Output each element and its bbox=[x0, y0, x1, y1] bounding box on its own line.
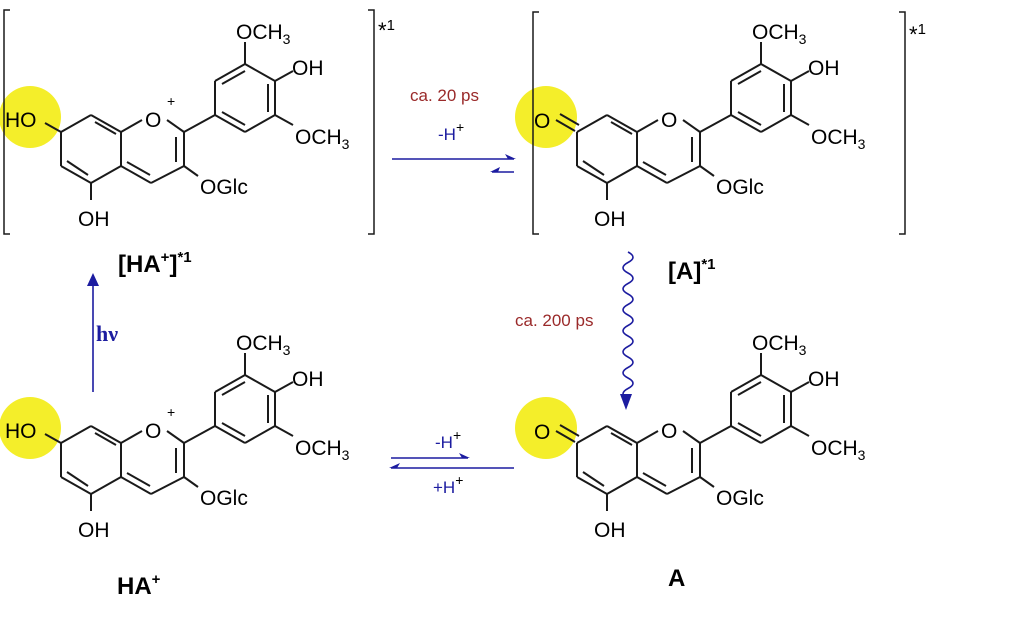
ha-excited-molecule-ring-o-label: O bbox=[145, 109, 161, 132]
ha-excited-molecule-och3-bottom-label: OCH3 bbox=[295, 126, 350, 152]
ha-excited-bracket-open bbox=[3, 9, 10, 235]
ha-excited-species-label: [HA+]*1 bbox=[118, 249, 192, 278]
ha-molecule-ho-bond bbox=[44, 433, 62, 444]
ha-excited-molecule-oh-bottom-label: OH bbox=[78, 208, 110, 231]
ha-molecule-och3-bottom-label: OCH3 bbox=[295, 437, 350, 463]
ha-excited-molecule-highlight bbox=[0, 86, 61, 148]
a-excited-molecule-oh-right-label: OH bbox=[808, 57, 840, 80]
ha-molecule-ho-label: HO bbox=[5, 420, 37, 443]
a-excited-species-label: [A]*1 bbox=[668, 256, 716, 285]
top-step-time-label: ca. 20 ps bbox=[410, 86, 479, 105]
a-molecule-och3-bottom-label: OCH3 bbox=[811, 437, 866, 463]
ha-molecule-bonds bbox=[44, 352, 294, 512]
ha-excited-molecule-ho-label: HO bbox=[5, 109, 37, 132]
bottom-step-protonation-label: +H+ bbox=[433, 472, 463, 497]
a-molecule-highlight bbox=[515, 397, 577, 459]
excitation-label: hν bbox=[96, 321, 118, 346]
a-species-label: A bbox=[668, 565, 685, 592]
ha-excited-bracket-close bbox=[368, 9, 375, 235]
a-molecule-ring-o-label: O bbox=[661, 420, 677, 443]
a-molecule-oh-bottom-label: OH bbox=[594, 519, 626, 542]
top-reverse-arrowhead bbox=[490, 167, 500, 172]
decay-wavy-arrow bbox=[622, 251, 634, 400]
ha-molecule-oxonium-charge: + bbox=[167, 404, 175, 420]
a-molecule-oglc-label: OGlc bbox=[716, 487, 764, 510]
ha-molecule-highlight bbox=[0, 397, 61, 459]
ha-excited-molecule-och3-top-label: OCH3 bbox=[236, 21, 291, 47]
a-excited-molecule-oglc-label: OGlc bbox=[716, 176, 764, 199]
a-excited-bracket-open bbox=[532, 11, 539, 235]
ha-molecule-och3-top-label: OCH3 bbox=[236, 332, 291, 358]
a-excited-molecule-highlight bbox=[515, 86, 577, 148]
bottom-reverse-arrowhead bbox=[389, 463, 400, 468]
a-excited-molecule-keto-label: O bbox=[534, 110, 550, 133]
ha-excited-bracket-superscript: *1 bbox=[378, 17, 395, 43]
a-excited-molecule-ring-o-label: O bbox=[661, 109, 677, 132]
ha-excited-molecule-bonds bbox=[44, 41, 294, 201]
a-excited-molecule-och3-bottom-label: OCH3 bbox=[811, 126, 866, 152]
a-molecule-bonds bbox=[555, 352, 810, 512]
a-excited-molecule-keto-bond-1 bbox=[555, 119, 576, 132]
decay-step-time-label: ca. 200 ps bbox=[515, 311, 593, 330]
a-molecule-keto-bond-2 bbox=[559, 424, 580, 437]
ha-molecule-skeleton bbox=[60, 352, 294, 512]
bottom-forward-arrowhead bbox=[459, 453, 470, 458]
ha-molecule-oh-right-label: OH bbox=[292, 368, 324, 391]
top-step-deprotonation-label: -H+ bbox=[438, 119, 464, 144]
ha-species-label: HA+ bbox=[117, 571, 161, 600]
ha-molecule-ring-o-label: O bbox=[145, 420, 161, 443]
a-molecule-keto-label: O bbox=[534, 421, 550, 444]
bottom-step-deprotonation-label: -H+ bbox=[435, 427, 461, 452]
ha-excited-molecule-oxonium-charge: + bbox=[167, 93, 175, 109]
a-excited-molecule-och3-top-label: OCH3 bbox=[752, 21, 807, 47]
ha-molecule-oglc-label: OGlc bbox=[200, 487, 248, 510]
a-molecule-oh-right-label: OH bbox=[808, 368, 840, 391]
ha-excited-molecule-oh-right-label: OH bbox=[292, 57, 324, 80]
a-excited-molecule-keto-bond-2 bbox=[559, 113, 580, 126]
decay-arrowhead bbox=[620, 394, 632, 410]
ha-excited-molecule-skeleton bbox=[60, 41, 294, 201]
ha-excited-molecule-oglc-label: OGlc bbox=[200, 176, 248, 199]
top-forward-arrowhead bbox=[505, 154, 516, 159]
a-molecule-skeleton bbox=[576, 352, 810, 512]
a-excited-bracket-superscript: *1 bbox=[909, 21, 926, 47]
a-excited-molecule-skeleton bbox=[576, 41, 810, 201]
a-excited-molecule-bonds bbox=[555, 41, 810, 201]
a-molecule-keto-bond-1 bbox=[555, 430, 576, 443]
a-excited-molecule-oh-bottom-label: OH bbox=[594, 208, 626, 231]
a-excited-bracket-close bbox=[899, 11, 906, 235]
excitation-arrowhead bbox=[87, 273, 99, 286]
ha-excited-molecule-ho-bond bbox=[44, 122, 62, 133]
a-molecule-och3-top-label: OCH3 bbox=[752, 332, 807, 358]
ha-molecule-oh-bottom-label: OH bbox=[78, 519, 110, 542]
